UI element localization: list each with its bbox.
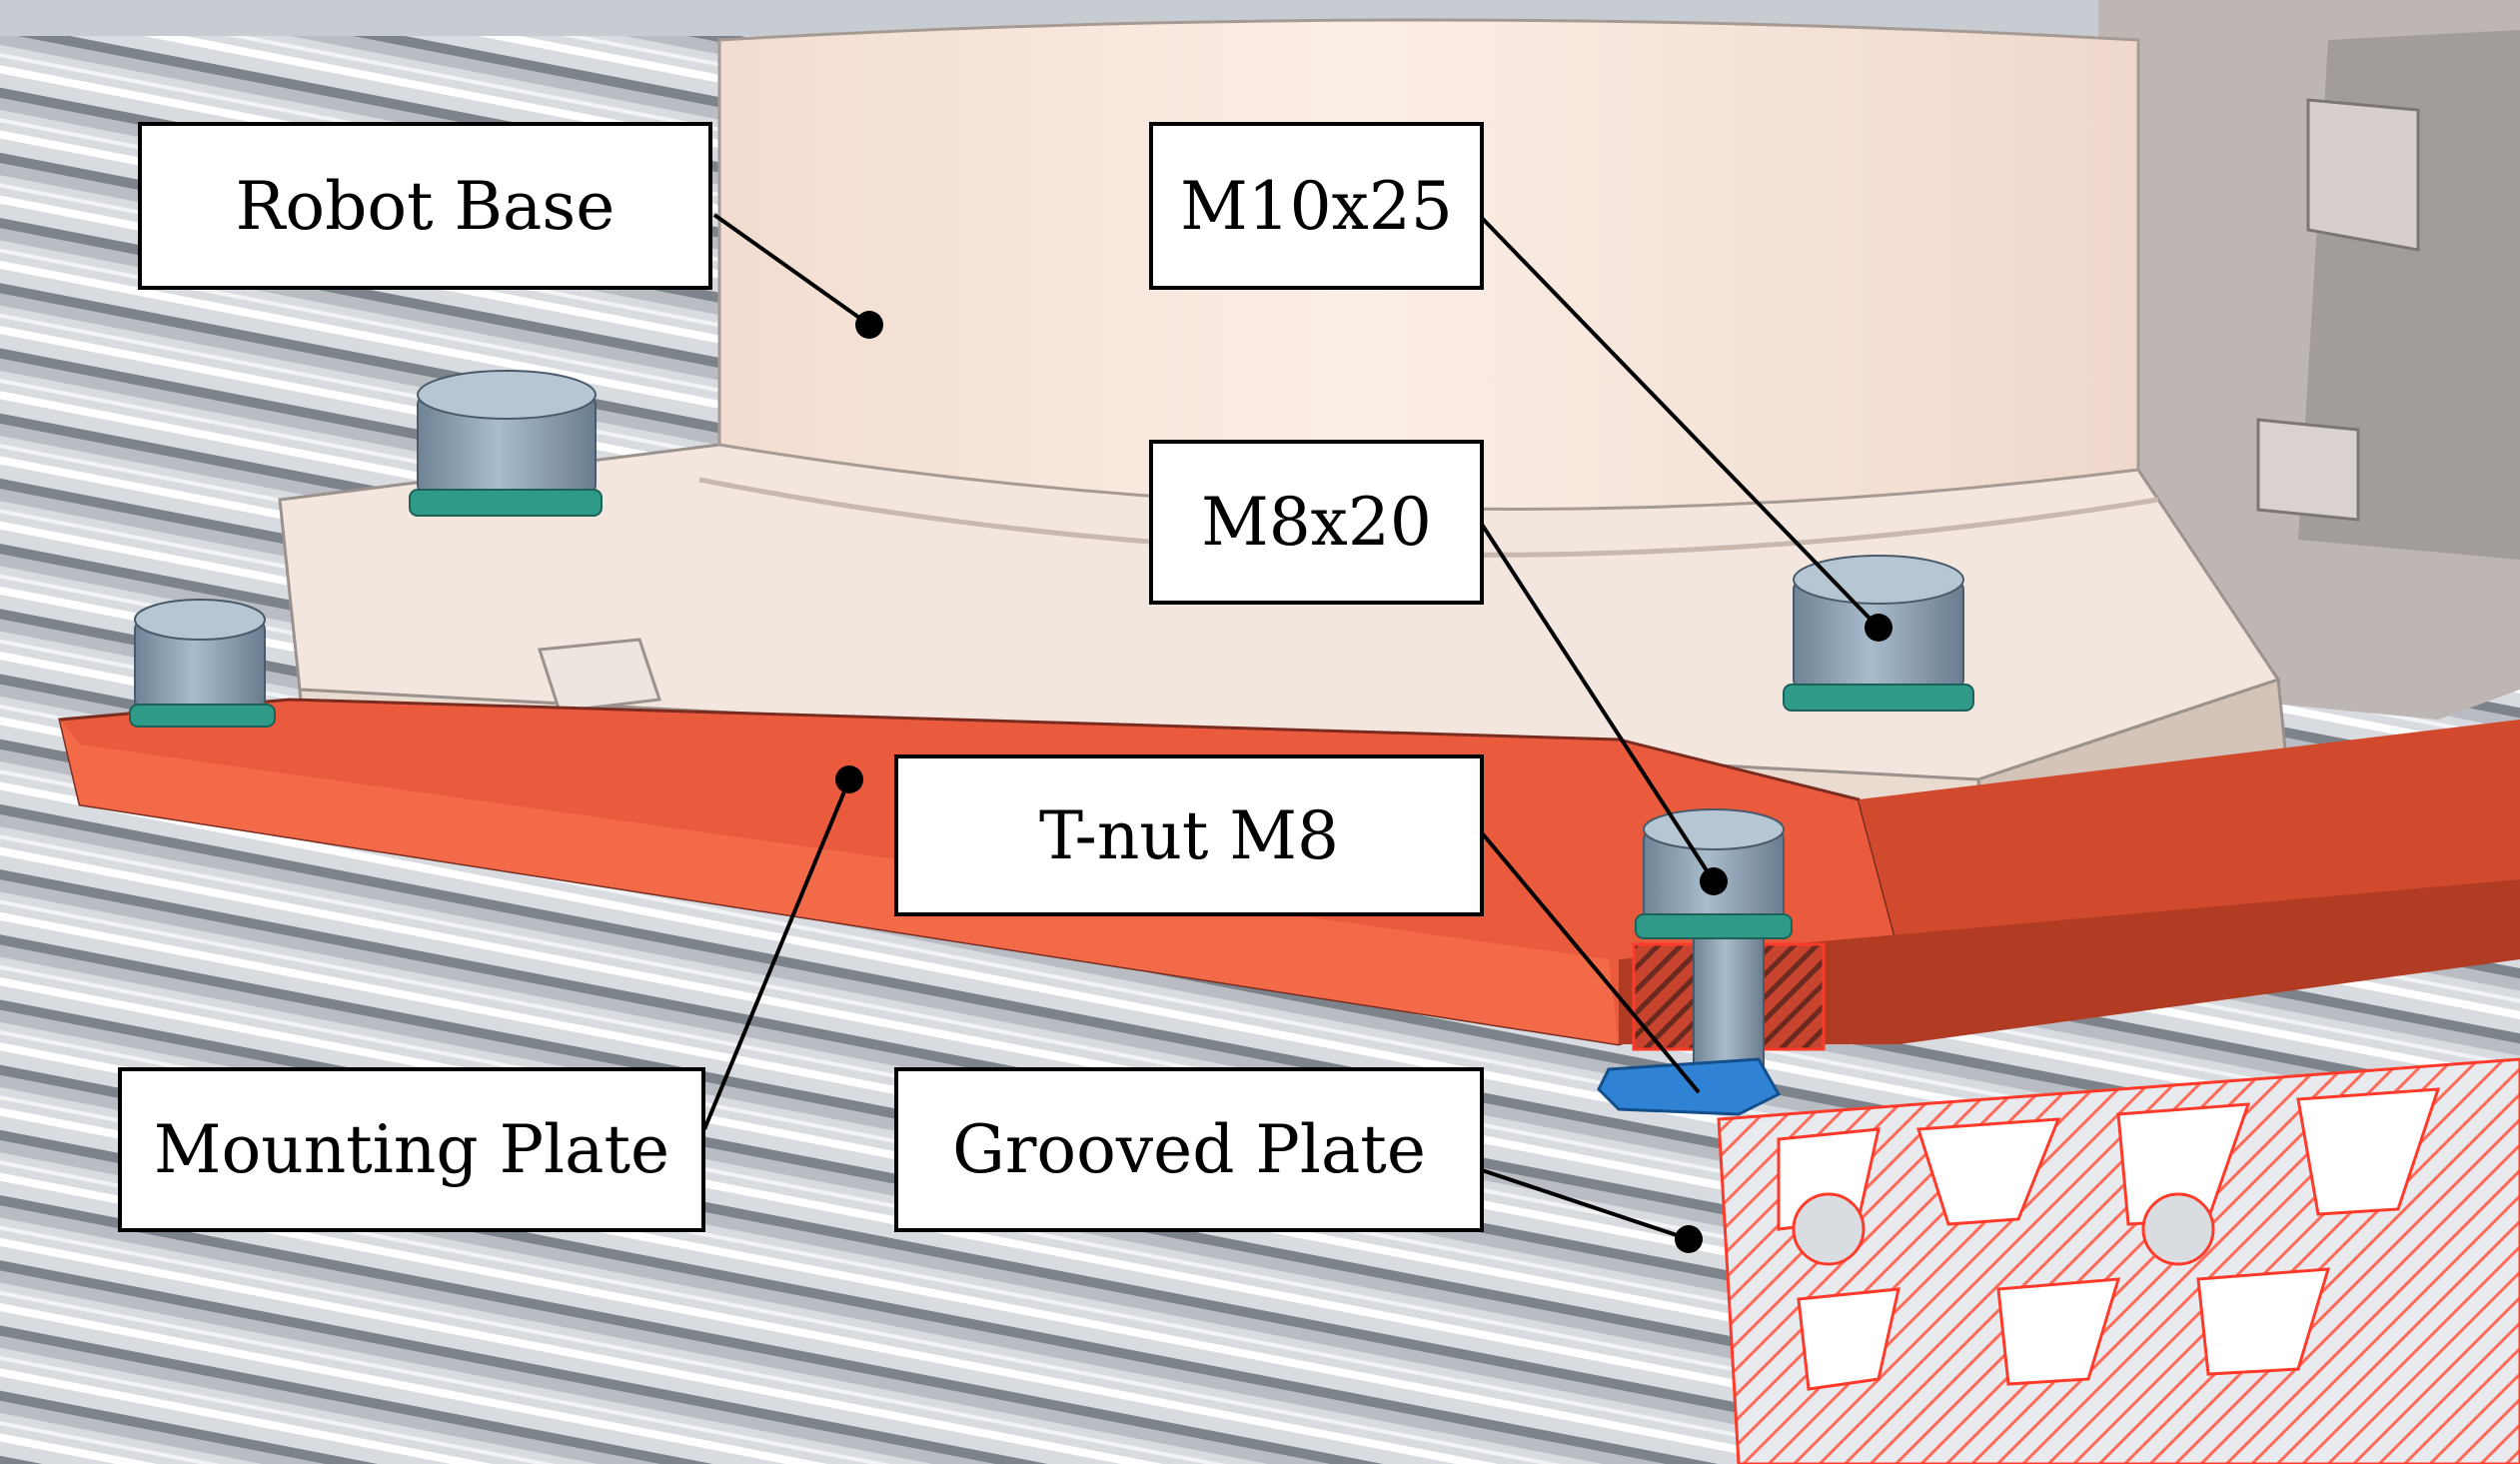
bolt-back-left	[409, 370, 603, 517]
dot-m8x20	[1700, 867, 1728, 895]
leader-lines	[702, 213, 1881, 1241]
leader-mounting-plate	[702, 778, 851, 1130]
grooved-plate-label: Grooved Plate	[894, 1067, 1484, 1232]
dot-robot-base	[855, 311, 883, 339]
robot-base-label: Robot Base	[138, 122, 712, 290]
dot-grooved-plate	[1675, 1225, 1703, 1253]
bolt-m10	[1783, 555, 1974, 712]
leader-m8x20	[1477, 518, 1716, 883]
dot-mounting-plate	[835, 765, 863, 793]
leader-t-nut	[1477, 827, 1701, 1094]
robot-back-structure	[2098, 0, 2520, 720]
m10x25-label: M10x25	[1149, 122, 1484, 290]
t-nut-shape	[1597, 1057, 1782, 1116]
m8x20-label: M8x20	[1149, 440, 1484, 605]
leader-grooved-plate	[1478, 1167, 1690, 1241]
leader-robot-base	[712, 213, 871, 327]
bolt-left	[129, 599, 276, 728]
leader-dots	[835, 311, 1892, 1253]
leader-m10x25	[1477, 213, 1881, 630]
t-nut-label: T-nut M8	[894, 754, 1484, 916]
mounting-plate-label: Mounting Plate	[118, 1067, 705, 1232]
profile-section	[1717, 1057, 2520, 1464]
dot-m10x25	[1865, 614, 1892, 642]
